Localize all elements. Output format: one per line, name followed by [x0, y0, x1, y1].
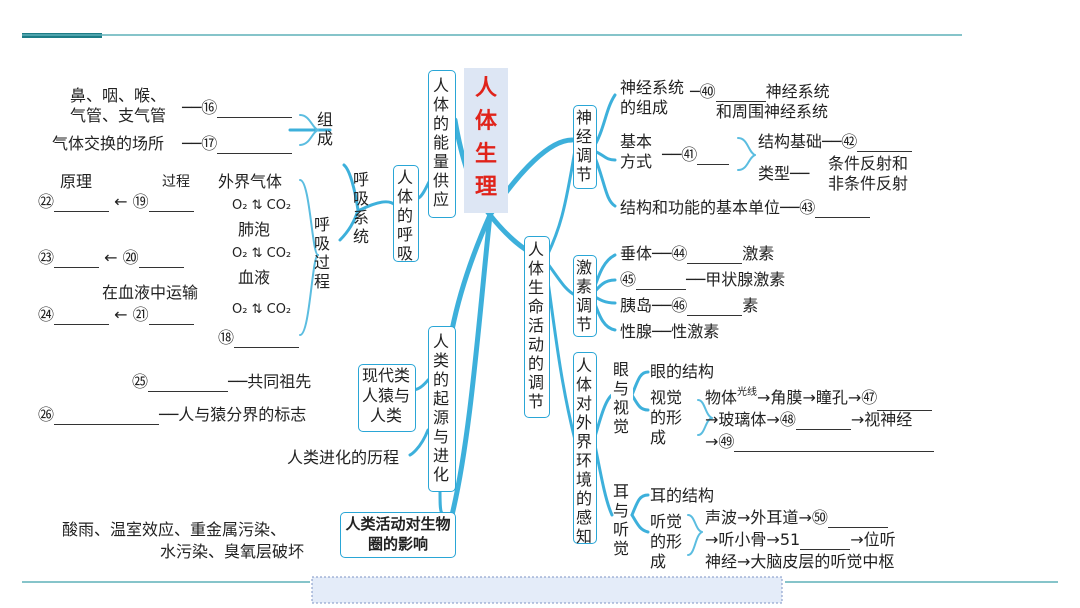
pollution-1: 酸雨、温室效应、重金属污染、 [62, 520, 287, 539]
hormone-box [573, 255, 597, 337]
blood-text: 血液 [238, 268, 271, 287]
vision-label: 视觉的形成 [650, 388, 683, 447]
blank-17: ──⑰ [182, 134, 293, 154]
outer-air-text: 外界气体 [218, 172, 283, 191]
eye-box [611, 360, 633, 438]
hormone-label: 激素调节 [575, 258, 592, 334]
alveoli-text: 肺泡 [238, 220, 271, 239]
blank-22: ㉒ ← ⑲ [38, 192, 194, 212]
gas-o2-3: O₂ ⇅ CO₂ [232, 302, 292, 317]
gas-site-text: 气体交换的场所 [52, 134, 165, 153]
blank-41: ──㊶ [662, 145, 730, 165]
impact-box [340, 512, 456, 558]
resp-process-label: 呼吸过程 [313, 215, 330, 291]
nerve-comp-2: 的组成 [620, 98, 669, 117]
energy-label: 人体的能量供应 [432, 76, 449, 209]
blank-26: ㉖──人与猿分界的标志 [38, 405, 307, 425]
eye-label: 眼与视觉 [612, 360, 629, 436]
life-label: 人体生命活动的调节 [527, 240, 544, 411]
blank-18: ⑱ [218, 328, 300, 348]
gas-o2-1: O₂ ⇅ CO₂ [232, 198, 292, 213]
nerve-comp-1: 神经系统 [620, 78, 685, 97]
center-title: 人体生理 [474, 76, 497, 200]
blank-49: →㊾ [705, 432, 935, 452]
sense-label: 人体对外界环境的感知 [575, 356, 592, 546]
gas-o2-2: O₂ ⇅ CO₂ [232, 246, 292, 261]
sense-box [573, 352, 597, 544]
type-text: 类型── [758, 164, 810, 183]
resp-box [393, 165, 419, 262]
origin-box [428, 326, 456, 492]
composition-label: 组成 [316, 110, 333, 148]
sound-row: 声波→外耳道→㊿ [705, 508, 888, 528]
origin-label: 人类的起源与进化 [432, 332, 449, 484]
common-box [358, 364, 416, 432]
reflex-1: 条件反射和 [828, 154, 909, 173]
blank-24: ㉔ ← ㉑ [38, 305, 194, 325]
nerve-label: 神经调节 [575, 108, 592, 184]
transport-text: 在血液中运输 [102, 283, 199, 302]
evolution-text: 人类进化的历程 [287, 448, 400, 467]
ear-struct: 耳的结构 [650, 486, 715, 505]
unit-text: 结构和功能的基本单位──㊸ [620, 198, 871, 218]
eye-struct: 眼的结构 [650, 362, 715, 381]
basic-1: 基本 [620, 132, 653, 151]
pollution-2: 水污染、臭氧层破坏 [160, 542, 305, 561]
vitreous-row: →玻璃体→㊽→视神经 [705, 410, 913, 430]
process-text: 过程 [162, 174, 190, 190]
reflex-2: 非条件反射 [828, 174, 909, 193]
blank-25: ㉕──共同祖先 [132, 372, 312, 392]
trachea-text: 气管、支气管 [70, 106, 167, 125]
object-row: 物体光线→角膜→瞳孔→㊼ [705, 387, 933, 411]
cortex-row: 神经→大脑皮层的听觉中枢 [705, 552, 895, 571]
nerve-box [573, 105, 597, 189]
blank-23: ㉓ ← ⑳ [38, 248, 184, 268]
impact-label: 人类活动对生物圈的影响 [345, 515, 451, 553]
blank-16: ──⑯ [182, 98, 293, 118]
struct-basis: 结构基础──㊷ [758, 132, 913, 152]
resp-system-label: 呼吸系统 [352, 170, 369, 246]
thyroid-row: ㊺──甲状腺激素 [620, 270, 786, 290]
peripheral-text: 和周围神经系统 [716, 102, 829, 121]
resp-label: 人体的呼吸 [396, 168, 413, 263]
nose-text: 鼻、咽、喉、 [70, 86, 167, 105]
ossicle-row: →听小骨→51→位听 [705, 530, 896, 550]
ear-label: 耳与听觉 [612, 482, 629, 558]
hearing-label: 听觉的形成 [650, 512, 683, 571]
gonad-row: 性腺──性激素 [620, 322, 720, 341]
center-title-box [464, 68, 508, 213]
energy-box [428, 70, 456, 218]
common-label: 现代类人猿与人类 [361, 366, 410, 425]
life-box [524, 236, 550, 418]
basic-2: 方式 [620, 152, 653, 171]
principle-text: 原理 [60, 172, 93, 191]
